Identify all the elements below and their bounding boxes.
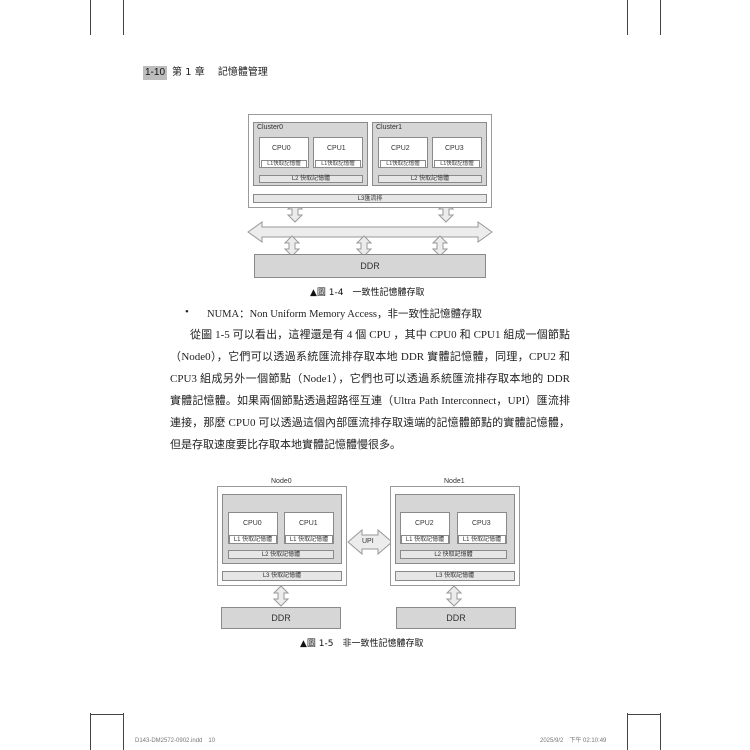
l2-cache: L2 快取記憶體	[400, 550, 507, 559]
l1-cache: L1 快取記憶體	[229, 535, 277, 544]
l1-cache: L1 快取記憶體	[401, 535, 449, 544]
l1-cache: L1 快取記憶體	[285, 535, 333, 544]
cpu-label: CPU1	[327, 145, 346, 152]
cluster0-title: Cluster0	[257, 124, 284, 131]
cpu-label: CPU2	[391, 145, 410, 152]
body-paragraph: 從圖 1-5 可以看出，這裡還是有 4 個 CPU ，其中 CPU0 和 CPU…	[170, 329, 570, 451]
upi-label: UPI	[362, 538, 374, 545]
crop-mark	[90, 713, 91, 750]
l1-cache: L1快取記憶體	[315, 160, 361, 168]
l3-cache: L3 快取記憶體	[222, 571, 342, 581]
l3-cache: L3 快取記憶體	[395, 571, 515, 581]
bus-arrow-icon	[247, 221, 493, 243]
crop-mark	[123, 0, 124, 35]
crop-mark	[627, 714, 661, 715]
cpu-label: CPU1	[299, 520, 318, 527]
cluster1-title: Cluster1	[376, 124, 403, 131]
bullet-point: •	[185, 306, 189, 318]
footer-date: 2025/9/2 下午 02:10:49	[540, 738, 607, 744]
cpu-label: CPU0	[243, 520, 262, 527]
ddr-box: DDR	[396, 607, 516, 629]
crop-mark	[627, 0, 628, 35]
crop-mark	[123, 713, 124, 750]
l2-cache: L2 快取記憶體	[378, 175, 482, 183]
crop-mark	[90, 714, 124, 715]
crop-mark	[660, 713, 661, 750]
crop-mark	[627, 713, 628, 750]
node1-title: Node1	[444, 478, 465, 485]
node0-title: Node0	[271, 478, 292, 485]
ddr-box: DDR	[221, 607, 341, 629]
l2-cache: L2 快取記憶體	[228, 550, 334, 559]
chapter-title: 第 1 章 記憶體管理	[172, 67, 268, 78]
figure-1-4-caption: ▲圖 1-4 一致性記憶體存取	[310, 288, 425, 298]
page-number: 1-10	[143, 66, 167, 80]
crop-mark	[90, 0, 91, 35]
cpu-label: CPU0	[272, 145, 291, 152]
figure-1-5-caption: ▲圖 1-5 非一致性記憶體存取	[300, 639, 424, 649]
ddr-box: DDR	[254, 254, 486, 278]
cpu-label: CPU3	[445, 145, 464, 152]
l1-cache: L1快取記憶體	[261, 160, 307, 168]
cpu-label: CPU3	[472, 520, 491, 527]
l1-cache: L1 快取記憶體	[458, 535, 506, 544]
l1-cache: L1快取記憶體	[380, 160, 426, 168]
l2-cache: L2 快取記憶體	[259, 175, 363, 183]
footer-file: D143-DM2572-0902.indd 10	[135, 738, 216, 744]
l1-cache: L1快取記憶體	[434, 160, 480, 168]
bullet-text: NUMA：Non Uniform Memory Access，非一致性記憶體存取	[207, 309, 483, 320]
l3-bus: L3匯流排	[253, 194, 487, 203]
cpu-label: CPU2	[415, 520, 434, 527]
crop-mark	[660, 0, 661, 35]
